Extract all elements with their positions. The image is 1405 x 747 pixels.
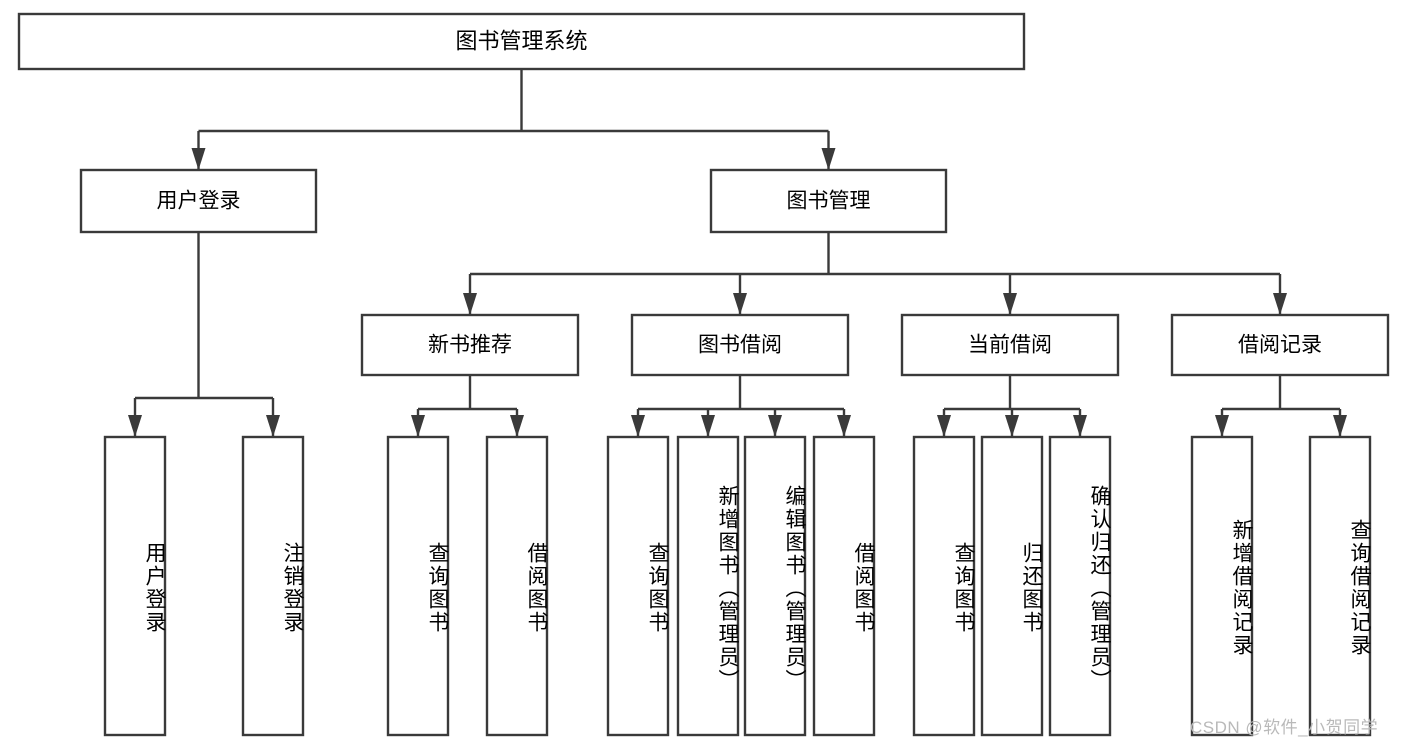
box-layer [17, 12, 1390, 737]
node-leaf-8-查询图书[interactable] [912, 435, 976, 737]
node-leaf-4-查询图书[interactable] [606, 435, 670, 737]
arrowhead-icon [128, 415, 142, 437]
arrowhead-icon [937, 415, 951, 437]
node-leaf-9-归还图书[interactable] [980, 435, 1044, 737]
arrowhead-icon [821, 148, 836, 170]
node-l3-新书推荐-label: 新书推荐 [428, 334, 512, 357]
arrowhead-icon [510, 415, 524, 437]
node-leaf-2-查询图书[interactable] [386, 435, 450, 737]
arrowhead-icon [463, 293, 477, 315]
arrowhead-icon [733, 293, 747, 315]
arrowhead-icon [1333, 415, 1347, 437]
arrowhead-icon [1003, 293, 1017, 315]
node-leaf-10-确认归还管理员[interactable] [1048, 435, 1112, 737]
node-leaf-0-用户登录[interactable] [103, 435, 167, 737]
node-leaf-7-借阅图书[interactable] [812, 435, 876, 737]
arrowhead-icon [1273, 293, 1287, 315]
node-l3-借阅记录[interactable] [1170, 313, 1390, 377]
arrowhead-icon [1005, 415, 1019, 437]
node-l2-用户登录[interactable] [79, 168, 318, 234]
node-root-图书管理系统[interactable] [17, 12, 1026, 71]
node-l3-图书借阅-label: 图书借阅 [698, 334, 782, 357]
node-l3-当前借阅-label: 当前借阅 [968, 334, 1052, 357]
arrowhead-icon [266, 415, 280, 437]
node-l3-借阅记录-label: 借阅记录 [1238, 334, 1322, 357]
csdn-watermark: CSDN @软件_小贺同学 [1190, 718, 1379, 737]
arrowhead-icon [1073, 415, 1087, 437]
arrowhead-icon [1215, 415, 1229, 437]
node-root-图书管理系统-label: 图书管理系统 [455, 28, 587, 53]
node-l2-图书管理-label: 图书管理 [787, 190, 871, 213]
node-l3-图书借阅[interactable] [630, 313, 850, 377]
arrowhead-icon [837, 415, 851, 437]
node-l2-图书管理[interactable] [709, 168, 948, 234]
arrowhead-icon [411, 415, 425, 437]
node-leaf-11-新增借阅记录[interactable] [1190, 435, 1254, 737]
node-l3-当前借阅[interactable] [900, 313, 1120, 377]
node-leaf-1-注销登录[interactable] [241, 435, 305, 737]
node-l2-用户登录-label: 用户登录 [157, 190, 241, 213]
node-leaf-5-新增图书管理员[interactable] [676, 435, 740, 737]
connector-layer [128, 69, 1347, 437]
node-leaf-3-借阅图书[interactable] [485, 435, 549, 737]
node-leaf-12-查询借阅记录[interactable] [1308, 435, 1372, 737]
node-l3-新书推荐[interactable] [360, 313, 580, 377]
arrowhead-icon [768, 415, 782, 437]
node-leaf-6-编辑图书管理员[interactable] [743, 435, 807, 737]
arrowhead-icon [631, 415, 645, 437]
arrowhead-icon [191, 148, 206, 170]
arrowhead-icon [701, 415, 715, 437]
